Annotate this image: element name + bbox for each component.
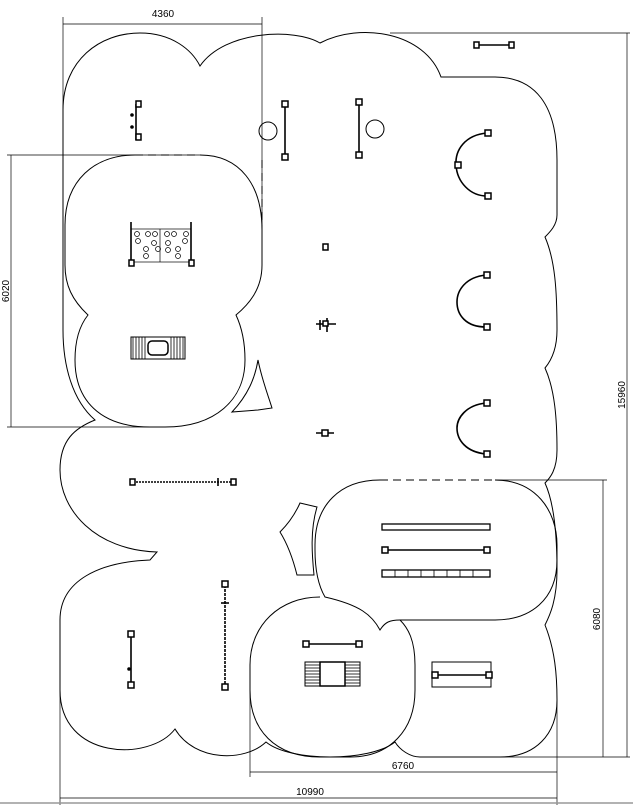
equipment-beam-bar (381, 546, 491, 554)
dimension-total-width: 10990 (59, 690, 557, 805)
equipment-bar-1 (258, 100, 289, 161)
outer-boundary (59, 32, 558, 758)
zone-upper-left (64, 154, 263, 428)
equipment-spinner (316, 429, 334, 437)
equipment-bar-bottom (302, 640, 363, 648)
dimension-left-height: 6020 (1, 154, 200, 428)
dimension-total-height: 15960 (390, 32, 630, 758)
dimension-label-4360: 4360 (152, 9, 175, 20)
equipment-arch-2 (456, 271, 491, 331)
equipment-framed-bar (431, 661, 493, 688)
zone-lower-right (314, 479, 558, 631)
shade-sail-1 (230, 359, 273, 413)
equipment-bench-upper (130, 336, 186, 360)
dimension-bottom-partial: 6760 (249, 690, 558, 805)
equipment-wall-bars (130, 100, 142, 141)
dimension-label-6080: 6080 (592, 607, 603, 630)
equipment-balance-rope (129, 478, 237, 486)
shade-sail-2 (279, 502, 318, 576)
equipment-bench-lower (304, 661, 361, 687)
equipment-long-pole (221, 580, 229, 691)
dimension-label-6020: 6020 (1, 279, 12, 302)
equipment-ladder-beam (381, 569, 491, 578)
dimension-label-15960: 15960 (617, 381, 628, 409)
equipment-arch-1 (454, 129, 492, 200)
equipment-post-small (322, 243, 329, 251)
dimension-top-width: 4360 (62, 9, 263, 255)
dimension-right-height: 6080 (495, 479, 607, 757)
equipment-top-bar (473, 41, 515, 49)
equipment-rotator (316, 318, 336, 332)
dimension-label-10990: 10990 (296, 787, 324, 798)
equipment-climbing-frame (128, 222, 195, 267)
zone-bottom-middle (249, 596, 416, 758)
equipment-bar-2 (355, 98, 385, 159)
equipment-beam-flat (381, 523, 491, 531)
equipment-arch-3 (456, 399, 491, 458)
dimension-label-6760: 6760 (392, 761, 415, 772)
equipment-short-pole (127, 630, 135, 689)
